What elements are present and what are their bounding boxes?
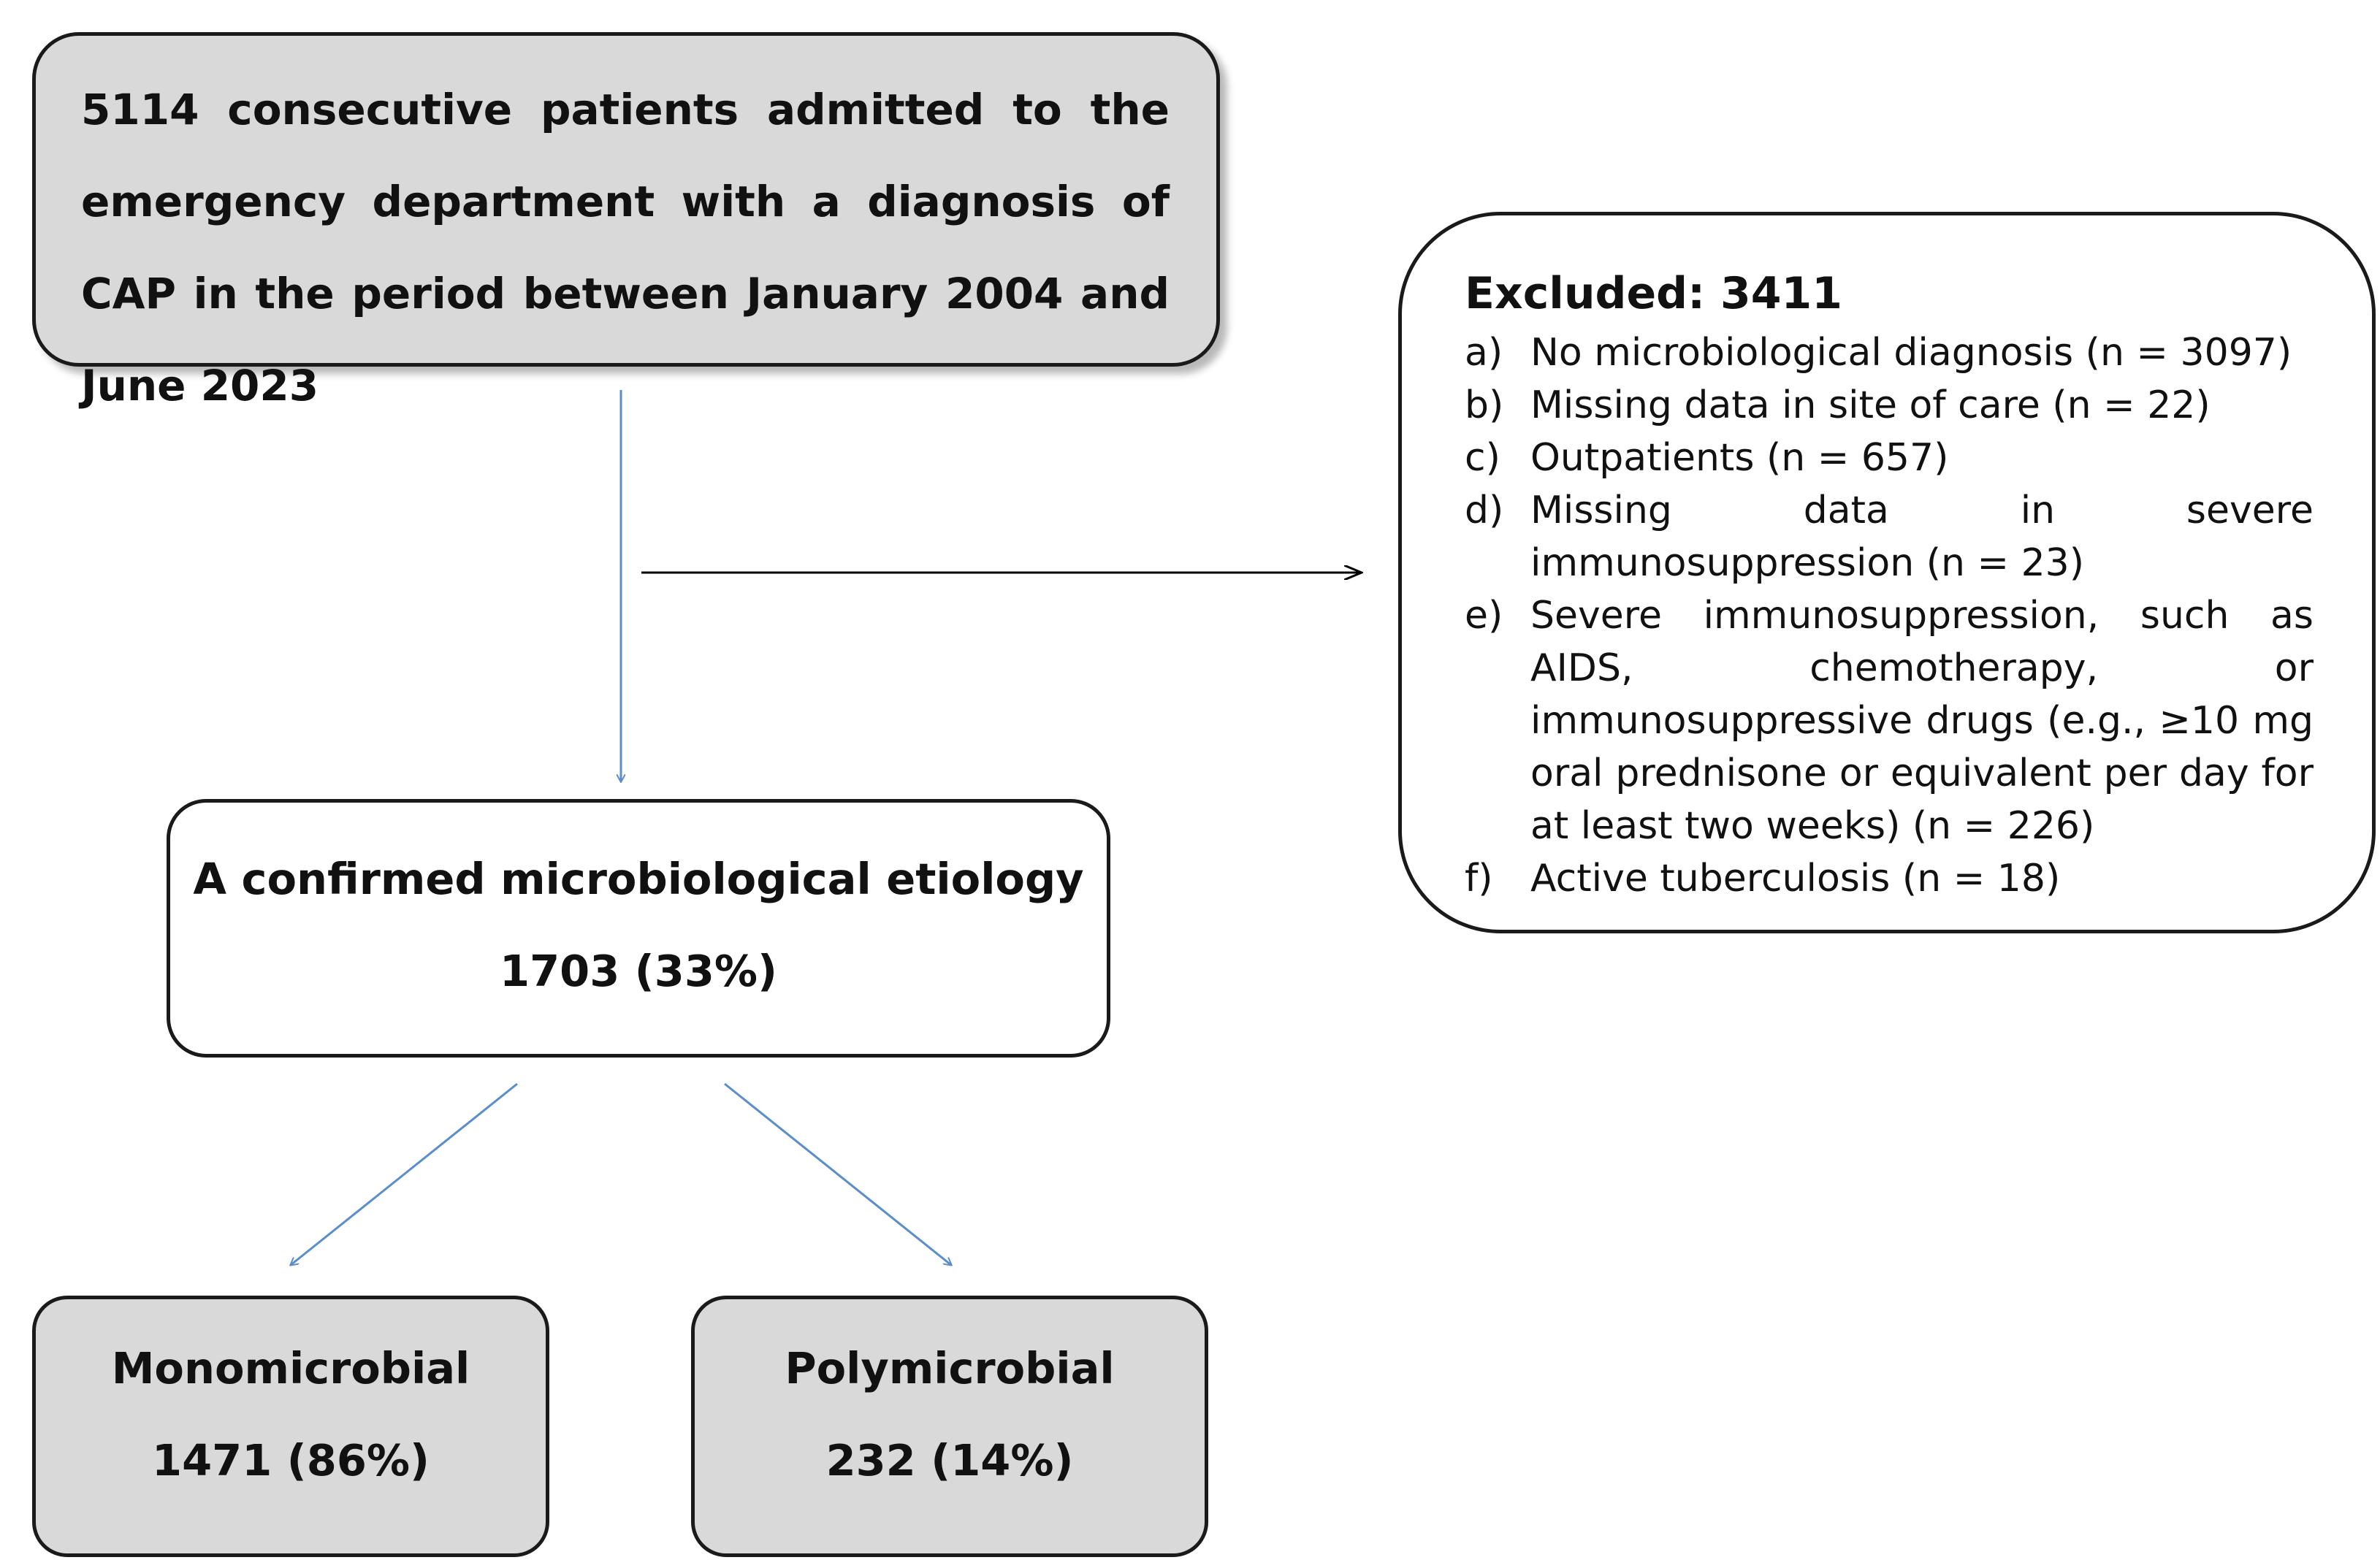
polymicrobial-box: Polymicrobial 232 (14%): [691, 1296, 1208, 1557]
excluded-item-text: No microbiological diagnosis (n = 3097): [1530, 331, 2292, 375]
excluded-item-letter: d): [1465, 489, 1504, 532]
excluded-item-c: c) Outpatients (n = 657): [1465, 432, 2314, 484]
monomicrobial-value: 1471 (86%): [152, 1435, 430, 1486]
excluded-item-letter: e): [1465, 594, 1503, 638]
excluded-item-text: Severe immunosuppression, such as AIDS, …: [1530, 594, 2314, 848]
polymicrobial-label: Polymicrobial: [785, 1343, 1115, 1393]
excluded-item-letter: a): [1465, 331, 1503, 375]
confirmed-etiology-box: A confirmed microbiological etiology 170…: [167, 799, 1110, 1058]
confirmed-etiology-label: A confirmed microbiological etiology: [193, 854, 1084, 904]
monomicrobial-label: Monomicrobial: [111, 1343, 470, 1393]
excluded-item-text: Active tuberculosis (n = 18): [1530, 857, 2061, 901]
excluded-item-text: Outpatients (n = 657): [1530, 436, 1949, 480]
excluded-title: Excluded: 3411: [1465, 268, 1843, 319]
total-patients-text: 5114 consecutive patients admitted to th…: [81, 85, 1170, 410]
excluded-item-f: f) Active tuberculosis (n = 18): [1465, 852, 2314, 905]
excluded-item-d: d) Missing data in severe immunosuppress…: [1465, 484, 2314, 589]
monomicrobial-box: Monomicrobial 1471 (86%): [32, 1296, 549, 1557]
polymicrobial-value: 232 (14%): [825, 1435, 1074, 1486]
excluded-item-e: e) Severe immunosuppression, such as AID…: [1465, 589, 2314, 852]
excluded-item-b: b) Missing data in site of care (n = 22): [1465, 379, 2314, 432]
excluded-item-letter: b): [1465, 383, 1504, 427]
excluded-item-letter: f): [1465, 857, 1493, 901]
excluded-item-a: a) No microbiological diagnosis (n = 309…: [1465, 326, 2314, 379]
arrow-confirmed-to-mono: [291, 1082, 518, 1265]
excluded-item-letter: c): [1465, 436, 1500, 480]
confirmed-etiology-value: 1703 (33%): [500, 946, 777, 996]
arrow-confirmed-to-poly: [724, 1082, 951, 1265]
excluded-item-text: Missing data in site of care (n = 22): [1530, 383, 2211, 427]
total-patients-box: 5114 consecutive patients admitted to th…: [32, 32, 1220, 410]
excluded-item-text: Missing data in severe immunosuppression…: [1530, 489, 2314, 585]
excluded-box: Excluded: 3411 a) No microbiological dia…: [1398, 212, 2376, 933]
excluded-list: a) No microbiological diagnosis (n = 309…: [1465, 326, 2314, 905]
